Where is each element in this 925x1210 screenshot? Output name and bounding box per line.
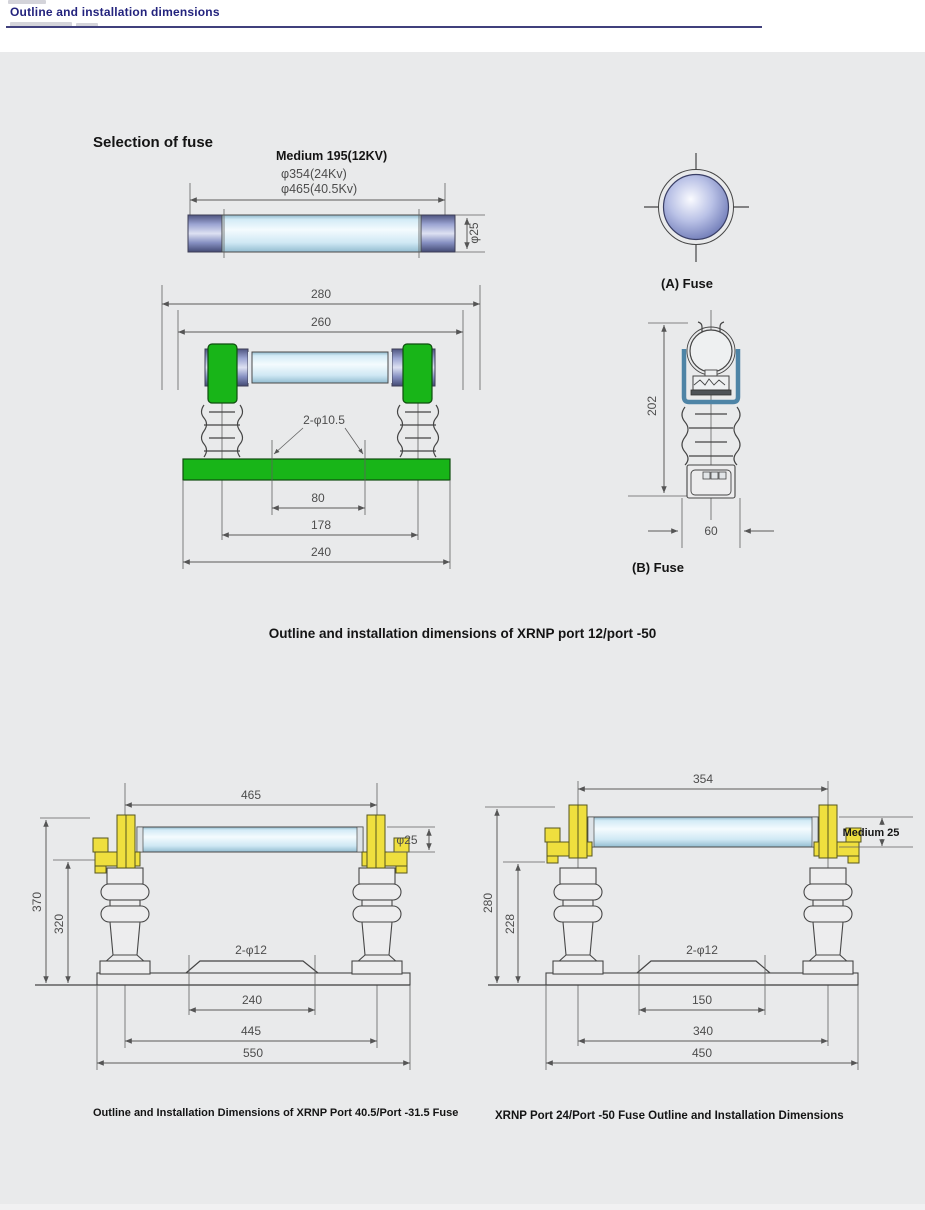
- content-background: [0, 52, 925, 1204]
- blurred-text-fragment: [76, 23, 98, 27]
- dim-label-228: 228: [503, 914, 517, 934]
- yellow-clamp-right: [813, 804, 862, 864]
- dim-label-280: 280: [311, 287, 331, 301]
- left-post-insulator: [552, 867, 604, 975]
- left-bellows-insulator: [200, 404, 244, 458]
- fuse-top-view-drawing: φ25: [187, 183, 485, 258]
- caption-left: Outline and Installation Dimensions of X…: [93, 1107, 459, 1119]
- fuse-a-label: (A) Fuse: [661, 276, 713, 291]
- page-bottom-strip: [0, 1204, 925, 1210]
- terminal-block: [718, 471, 727, 480]
- right-bellows-insulator: [396, 404, 440, 458]
- terminal-block: [702, 471, 711, 480]
- holes-label: 2-φ10.5: [303, 413, 345, 427]
- fuse-body: [187, 209, 456, 258]
- dim-label-80: 80: [311, 491, 325, 505]
- dim-label-60: 60: [704, 524, 718, 538]
- caption-right: XRNP Port 24/Port -50 Fuse Outline and I…: [495, 1110, 844, 1122]
- base-box-inner: [690, 469, 732, 496]
- cap-ring: [248, 352, 252, 383]
- installation-drawing-24: 354 280 228: [481, 772, 913, 1070]
- fuse-cross-section-drawing: [644, 153, 749, 262]
- contact-zigzag: [693, 378, 726, 386]
- green-clamp-left: [207, 343, 238, 404]
- fuse-sphere: [662, 173, 730, 241]
- bellows-insulator: [681, 406, 741, 466]
- dim-label-320: 320: [52, 914, 66, 934]
- length-405kv-label: φ465(40.5Kv): [281, 182, 358, 196]
- blurred-text-fragment: [8, 0, 46, 4]
- installation-drawing-40-5: 465 370 320: [30, 783, 435, 1070]
- dim-label-340: 340: [693, 1024, 713, 1038]
- dim-label-370: 370: [30, 892, 44, 912]
- blurred-text-fragment: [10, 22, 72, 27]
- yellow-clamp-left: [544, 804, 593, 864]
- fuse-tube-section: [689, 329, 733, 373]
- green-clamp-right: [402, 343, 433, 404]
- dim-label-280: 280: [481, 893, 495, 913]
- tube-end-ring: [356, 826, 364, 853]
- holes-label: 2-φ12: [235, 943, 267, 957]
- mounting-channel: [636, 960, 771, 974]
- base-plate: [545, 972, 859, 986]
- dim-label-150: 150: [692, 993, 712, 1007]
- tube-end-ring: [136, 826, 144, 853]
- dim-label-240: 240: [311, 545, 331, 559]
- top-prong-left: [697, 321, 703, 335]
- right-post-insulator: [802, 867, 854, 975]
- length-24kv-label: φ354(24Kv): [281, 167, 347, 181]
- section-title: Outline and installation dimensions of X…: [268, 626, 657, 641]
- terminal-block: [710, 471, 719, 480]
- dim-label-465: 465: [241, 788, 261, 802]
- dim-label-medium25: Medium 25: [843, 827, 900, 839]
- fuse-cap-left: [187, 214, 223, 253]
- leader-line: [273, 427, 304, 455]
- header-rule: [6, 26, 762, 28]
- cap-ring: [388, 352, 392, 383]
- dim-label-450: 450: [692, 1046, 712, 1060]
- dim-label-550: 550: [243, 1046, 263, 1060]
- fuse-side-elevation-drawing: 202 60: [628, 310, 774, 548]
- fuse-tube: [221, 214, 422, 253]
- dim-label-445: 445: [241, 1024, 261, 1038]
- yellow-clamp-left: [92, 814, 141, 874]
- blue-u-bracket: [681, 349, 741, 405]
- fuse-front-elevation-drawing: 280 260 2-φ10.5: [161, 285, 481, 569]
- clamp-body: [692, 375, 730, 391]
- mounting-base-bar: [182, 458, 451, 481]
- contact-bar: [690, 389, 732, 396]
- mounting-channel: [185, 960, 319, 974]
- left-post-insulator: [99, 867, 151, 975]
- page-header-title: Outline and installation dimensions: [10, 5, 220, 19]
- fuse-tube: [136, 826, 364, 853]
- dim-label-354: 354: [693, 772, 713, 786]
- selection-heading: Selection of fuse: [93, 134, 214, 151]
- fuse-cap-right: [420, 214, 456, 253]
- leader-line: [344, 427, 364, 455]
- right-post-insulator: [351, 867, 403, 975]
- fuse-tube: [251, 351, 389, 384]
- base-plate: [96, 972, 411, 986]
- dim-label-178: 178: [311, 518, 331, 532]
- fuse-b-label: (B) Fuse: [632, 560, 684, 575]
- medium-length-label: Medium 195(12KV): [276, 149, 388, 163]
- dim-label-260: 260: [311, 315, 331, 329]
- fuse-tube: [587, 816, 819, 848]
- yellow-clamp-right: [361, 814, 410, 874]
- dim-label-dia25: φ25: [396, 833, 417, 847]
- top-prong-right: [719, 321, 725, 335]
- holes-label: 2-φ12: [686, 943, 718, 957]
- dim-label-202: 202: [645, 396, 659, 416]
- dim-label-dia25: φ25: [467, 222, 481, 243]
- dim-label-240: 240: [242, 993, 262, 1007]
